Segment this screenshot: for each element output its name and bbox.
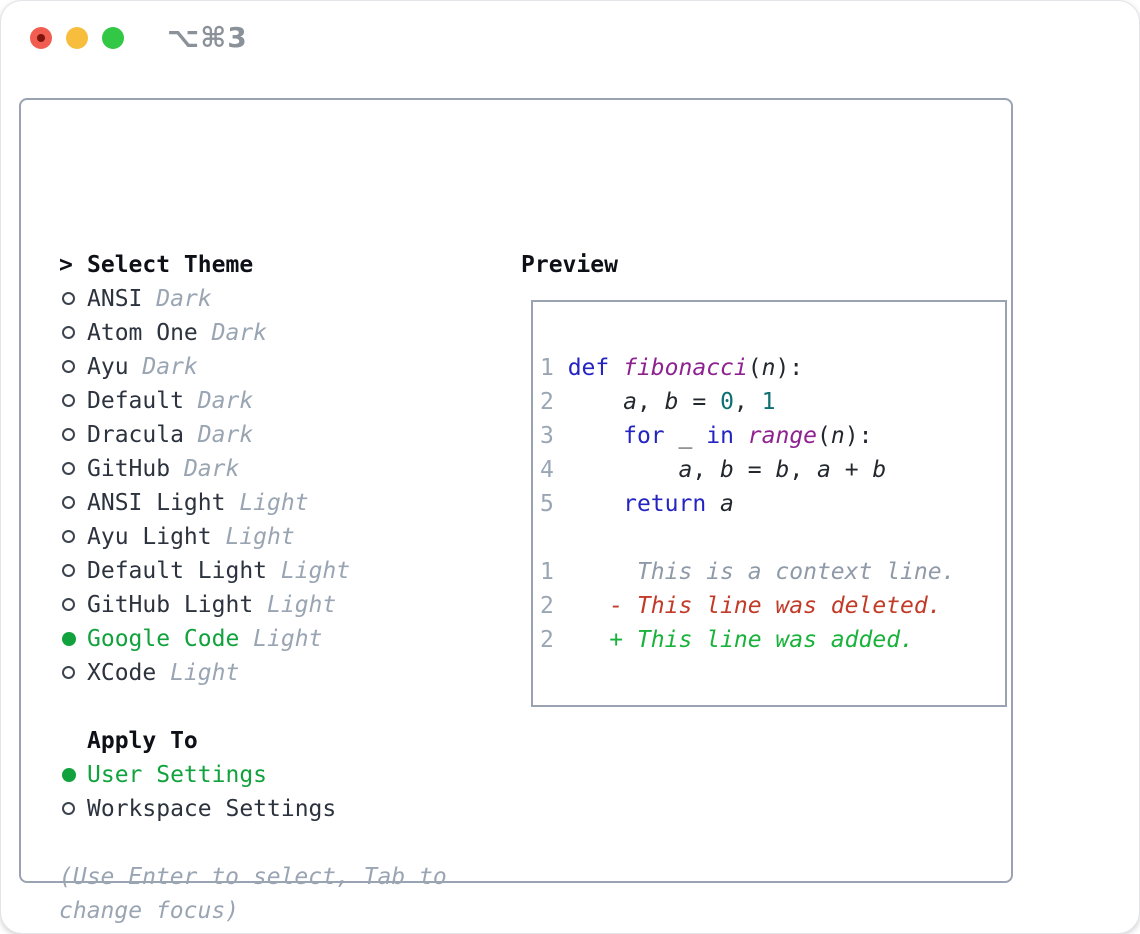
radio-icon	[59, 316, 87, 350]
radio-selected-icon	[59, 622, 87, 656]
window-title-shortcut: ⌥⌘3	[167, 21, 248, 54]
option-label: GitHub Light Light	[87, 592, 337, 618]
option-label: GitHub Dark	[87, 456, 240, 482]
minimize-window-icon[interactable]	[66, 27, 88, 49]
preview-blank-line	[540, 521, 1005, 555]
option-label: User Settings	[87, 762, 268, 788]
apply-to-title: Apply To	[87, 728, 198, 754]
preview-pane: 1 def fibonacci(n): 2 a, b = 0, 1 3 for _ …	[531, 300, 1007, 707]
theme-option[interactable]: GitHub Dark	[59, 452, 447, 486]
focus-caret-icon: >	[59, 252, 73, 278]
preview-line: 4 a, b = b, a + b	[540, 457, 887, 483]
apply-to-header: Apply To	[59, 724, 447, 758]
theme-option[interactable]: Default Light Light	[59, 554, 447, 588]
titlebar: ⌥⌘3	[1, 1, 1139, 73]
theme-option[interactable]: XCode Light	[59, 656, 447, 690]
option-label: Google Code Light	[87, 626, 323, 652]
theme-option[interactable]: GitHub Light Light	[59, 588, 447, 622]
theme-option[interactable]: Ayu Light Light	[59, 520, 447, 554]
theme-option[interactable]: Default Dark	[59, 384, 447, 418]
theme-option[interactable]: Ayu Dark	[59, 350, 447, 384]
preview-line: 1 def fibonacci(n):	[540, 355, 804, 381]
radio-icon	[59, 792, 87, 826]
close-window-icon[interactable]	[30, 27, 52, 49]
theme-list-title: Select Theme	[87, 252, 254, 278]
theme-option[interactable]: ANSI Dark	[59, 282, 447, 316]
preview-line: 2 - This line was deleted.	[540, 593, 942, 619]
radio-icon	[59, 418, 87, 452]
radio-icon	[59, 656, 87, 690]
radio-icon	[59, 384, 87, 418]
option-label: ANSI Light Light	[87, 490, 309, 516]
option-label: Dracula Dark	[87, 422, 254, 448]
option-label: Default Dark	[87, 388, 254, 414]
zoom-window-icon[interactable]	[102, 27, 124, 49]
theme-option[interactable]: ANSI Light Light	[59, 486, 447, 520]
preview-line: 3 for _ in range(n):	[540, 423, 873, 449]
option-label: Ayu Dark	[87, 354, 198, 380]
preview-line: 2 + This line was added.	[540, 627, 914, 653]
radio-icon	[59, 520, 87, 554]
option-label: Default Light Light	[87, 558, 351, 584]
radio-selected-icon	[59, 758, 87, 792]
radio-icon	[59, 452, 87, 486]
theme-option[interactable]: Atom One Dark	[59, 316, 447, 350]
theme-option[interactable]: Google Code Light	[59, 622, 447, 656]
help-text-line-2: change focus)	[59, 898, 240, 924]
radio-icon	[59, 282, 87, 316]
apply-to-option[interactable]: Workspace Settings	[59, 792, 447, 826]
theme-list-header: > Select Theme	[59, 248, 447, 282]
theme-option[interactable]: Dracula Dark	[59, 418, 447, 452]
spacer	[59, 826, 447, 860]
help-text-line-1: (Use Enter to select, Tab to	[59, 864, 447, 890]
preview-title: Preview	[521, 252, 618, 278]
preview-line: 2 a, b = 0, 1	[540, 389, 776, 415]
radio-icon	[59, 486, 87, 520]
radio-icon	[59, 588, 87, 622]
option-label: Workspace Settings	[87, 796, 337, 822]
option-label: Ayu Light Light	[87, 524, 295, 550]
option-label: XCode Light	[87, 660, 240, 686]
radio-icon	[59, 554, 87, 588]
preview-line: 1 This is a context line.	[540, 559, 956, 585]
window-controls	[30, 27, 124, 49]
spacer	[59, 690, 447, 724]
option-label: ANSI Dark	[87, 286, 212, 312]
option-label: Atom One Dark	[87, 320, 268, 346]
apply-to-option[interactable]: User Settings	[59, 758, 447, 792]
preview-line: 5 return a	[540, 491, 734, 517]
radio-icon	[59, 350, 87, 384]
